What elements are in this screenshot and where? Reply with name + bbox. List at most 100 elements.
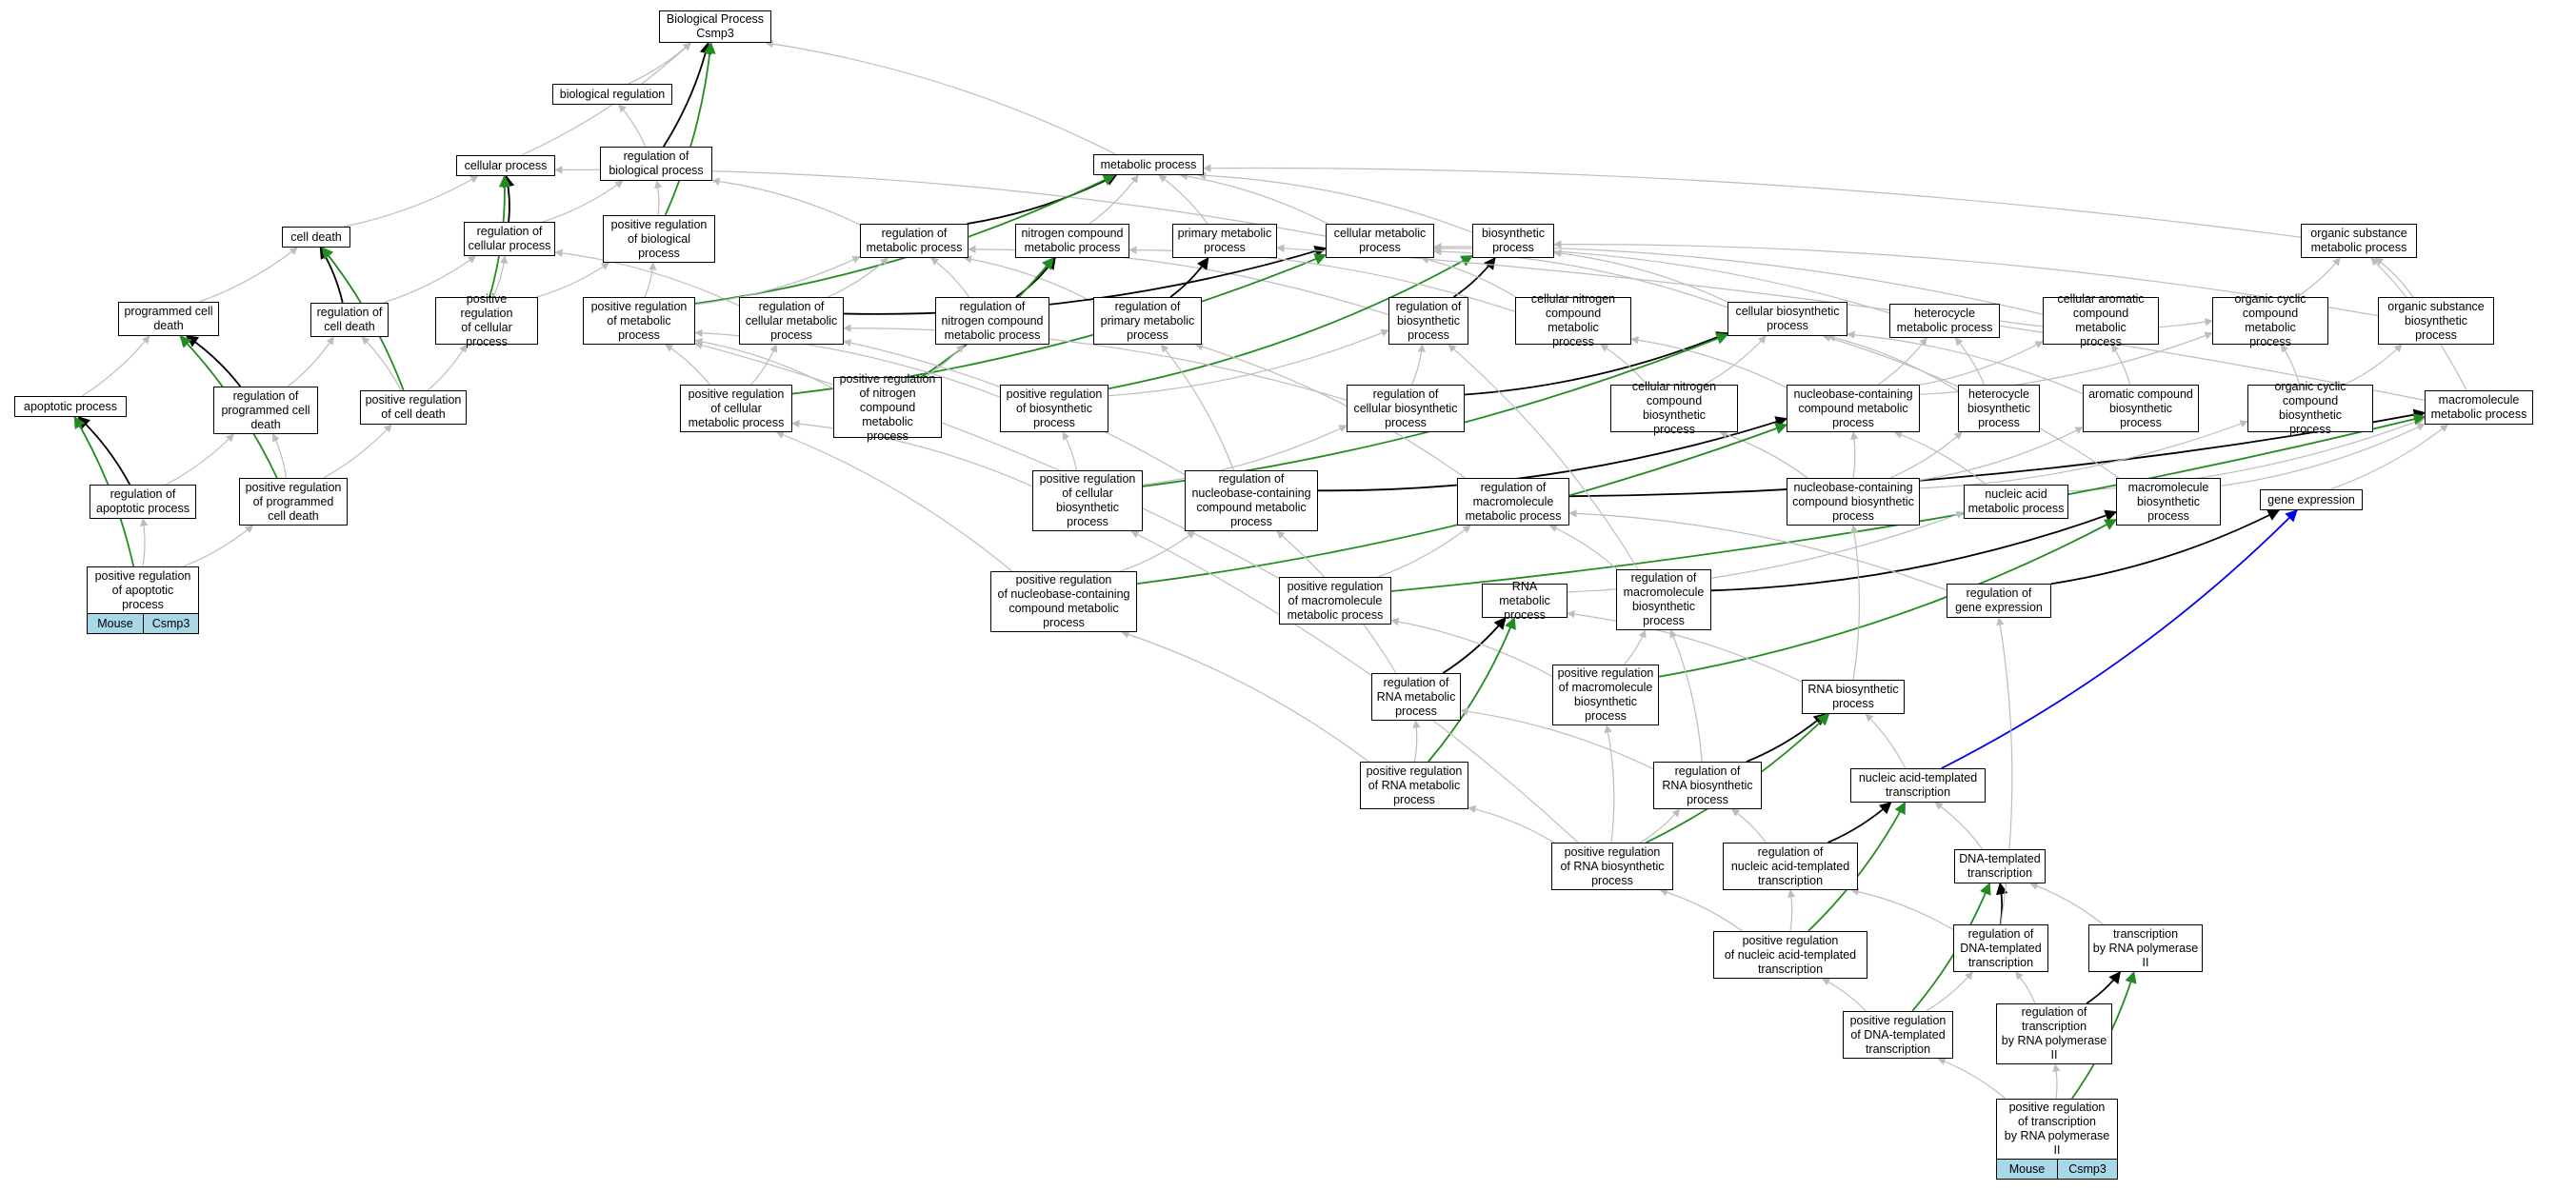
go-term-posregbiosyn[interactable]: positive regulation of biosynthetic proc… <box>1000 385 1108 432</box>
edge-is-a <box>1062 431 1078 471</box>
go-term-posregcd[interactable]: positive regulation of cell death <box>360 390 467 425</box>
annotation-tag-csmp3[interactable]: Csmp3 <box>2057 1159 2118 1180</box>
go-term-geneexp[interactable]: gene expression <box>2260 489 2363 510</box>
go-term-nbcbiosyn[interactable]: nucleobase-containing compound biosynthe… <box>1787 478 1920 526</box>
edge-is-a <box>1203 164 2302 238</box>
go-term-regrnamet[interactable]: regulation of RNA metabolic process <box>1371 673 1461 721</box>
go-term-regcellmet[interactable]: regulation of cellular metabolic process <box>739 297 844 345</box>
go-term-apop[interactable]: apoptotic process <box>14 396 127 417</box>
go-term-regbiosyn[interactable]: regulation of biosynthetic process <box>1388 297 1468 345</box>
go-term-posregnbcmet[interactable]: positive regulation of nucleobase-contai… <box>990 571 1137 632</box>
go-term-arombiosyn[interactable]: aromatic compound biosynthetic process <box>2083 385 2199 432</box>
go-term-regrnabiosyn[interactable]: regulation of RNA biosynthetic process <box>1653 762 1762 809</box>
go-term-primmet[interactable]: primary metabolic process <box>1172 224 1277 258</box>
go-term-posregapop[interactable]: positive regulation of apoptotic process <box>87 566 199 614</box>
edge-is-a <box>1412 720 1421 763</box>
go-term-posregtranspol2[interactable]: positive regulation of transcription by … <box>1996 1099 2118 1160</box>
edge-is-a <box>694 256 861 306</box>
go-term-regnatrans[interactable]: regulation of nucleic acid-templated tra… <box>1723 843 1858 890</box>
go-term-cellmet[interactable]: cellular metabolic process <box>1326 224 1434 258</box>
go-term-reggeneexp[interactable]: regulation of gene expression <box>1947 584 2051 618</box>
go-term-regcd[interactable]: regulation of cell death <box>310 303 389 337</box>
go-term-bioreg[interactable]: biological regulation <box>552 84 672 105</box>
go-term-posregdnatrans[interactable]: positive regulation of DNA-templated tra… <box>1843 1011 1953 1059</box>
edge-is-a <box>1420 255 1516 298</box>
go-term-posregcellmet[interactable]: positive regulation of cellular metaboli… <box>680 385 792 432</box>
edge-is-a <box>1893 430 1987 486</box>
go-term-nbcmet[interactable]: nucleobase-containing compound metabolic… <box>1787 385 1920 432</box>
go-term-posregbp[interactable]: positive regulation of biological proces… <box>603 215 715 263</box>
go-term-regnbcmet[interactable]: regulation of nucleobase-containing comp… <box>1185 470 1318 531</box>
go-term-regprimmet[interactable]: regulation of primary metabolic process <box>1093 297 1202 345</box>
go-term-heterobiosyn[interactable]: heterocycle biosynthetic process <box>1958 385 2040 432</box>
go-term-regcellbiosyn[interactable]: regulation of cellular biosynthetic proc… <box>1347 385 1465 432</box>
go-term-posregpcd[interactable]: positive regulation of programmed cell d… <box>239 478 348 526</box>
go-term-macromet[interactable]: macromolecule metabolic process <box>2425 390 2533 425</box>
edge-is-a <box>1937 1057 2007 1100</box>
go-term-macrobiosyn[interactable]: macromolecule biosynthetic process <box>2116 478 2221 526</box>
go-term-orgcycbiosyn[interactable]: organic cyclic compound biosynthetic pro… <box>2247 380 2373 436</box>
go-term-regapop[interactable]: regulation of apoptotic process <box>90 485 196 519</box>
edge-is-a <box>2344 344 2403 386</box>
go-term-posregcell[interactable]: positive regulation of cellular process <box>435 292 538 348</box>
go-term-regpcd[interactable]: regulation of programmed cell death <box>213 387 318 434</box>
go-term-regmacromet[interactable]: regulation of macromolecule metabolic pr… <box>1457 478 1569 526</box>
edge-is-a <box>1158 174 1208 225</box>
go-term-posregmetab[interactable]: positive regulation of metabolic process <box>583 297 695 345</box>
edge-is-a <box>1410 344 1426 386</box>
go-term-cellbiosyn[interactable]: cellular biosynthetic process <box>1727 302 1847 336</box>
annotation-tag-mouse[interactable]: Mouse <box>1996 1159 2058 1180</box>
go-term-progcd[interactable]: programmed cell death <box>118 302 219 336</box>
edge-is-a <box>199 247 298 303</box>
go-term-metab[interactable]: metabolic process <box>1093 154 1204 175</box>
go-term-posregnatrans[interactable]: positive regulation of nucleic acid-temp… <box>1713 931 1867 979</box>
go-term-rnabiosyn[interactable]: RNA biosynthetic process <box>1802 680 1905 714</box>
go-term-posregnitromet[interactable]: positive regulation of nitrogen compound… <box>833 372 942 443</box>
edge-is-a <box>323 424 392 479</box>
go-term-cellarommet[interactable]: cellular aromatic compound metabolic pro… <box>2043 292 2159 348</box>
go-term-cellproc[interactable]: cellular process <box>456 155 555 176</box>
go-term-bp[interactable]: Biological Process Csmp3 <box>659 10 771 43</box>
go-term-posregcellbiosyn[interactable]: positive regulation of cellular biosynth… <box>1032 470 1143 531</box>
go-term-transpol2[interactable]: transcription by RNA polymerase II <box>2088 924 2203 972</box>
edge-is-a <box>1624 629 1647 665</box>
edge-is-a <box>1600 344 1647 386</box>
go-term-heteromet[interactable]: heterocycle metabolic process <box>1889 304 2000 338</box>
go-term-regtranspol2[interactable]: regulation of transcription by RNA polym… <box>1996 1003 2112 1064</box>
edge-regulates <box>186 335 242 387</box>
go-term-natrans[interactable]: nucleic acid-templated transcription <box>1850 768 1986 803</box>
annotation-tag-csmp3[interactable]: Csmp3 <box>143 613 199 634</box>
edge-is-a <box>924 344 965 378</box>
go-term-orgcycmet[interactable]: organic cyclic compound metabolic proces… <box>2212 292 2328 348</box>
edge-is-a <box>1787 889 1796 932</box>
go-term-biosyn[interactable]: biosynthetic process <box>1472 224 1554 258</box>
go-term-regmacrobiosyn[interactable]: regulation of macromolecule biosynthetic… <box>1616 569 1711 630</box>
go-term-orgsubbiosyn[interactable]: organic substance biosynthetic process <box>2378 297 2494 345</box>
edge-is-a <box>287 336 334 387</box>
go-term-orgsubmet[interactable]: organic substance metabolic process <box>2301 224 2417 258</box>
go-term-regnitromet[interactable]: regulation of nitrogen compound metaboli… <box>935 297 1049 345</box>
go-term-posregmacromet[interactable]: positive regulation of macromolecule met… <box>1279 577 1391 625</box>
go-term-posregrnabiosyn[interactable]: positive regulation of RNA biosynthetic … <box>1551 843 1673 890</box>
go-term-nucacidmet[interactable]: nucleic acid metabolic process <box>1964 485 2068 519</box>
go-term-regmetab[interactable]: regulation of metabolic process <box>860 224 968 258</box>
go-term-regdnatrans[interactable]: regulation of DNA-templated transcriptio… <box>1953 924 2048 972</box>
go-term-cellnitromet[interactable]: cellular nitrogen compound metabolic pro… <box>1515 292 1631 348</box>
edge-is-a <box>1088 174 1139 225</box>
go-term-regcell[interactable]: regulation of cellular process <box>464 222 555 256</box>
go-term-dnatrans[interactable]: DNA-templated transcription <box>1954 849 2046 883</box>
go-term-cellnitrobiosyn[interactable]: cellular nitrogen compound biosynthetic … <box>1610 380 1738 436</box>
edge-part-of <box>1941 509 2298 769</box>
edge-is-a <box>929 257 970 298</box>
edge-positively-regulates <box>664 41 716 216</box>
go-term-rnamet[interactable]: RNA metabolic process <box>1482 580 1568 622</box>
go-term-posregrnamet[interactable]: positive regulation of RNA metabolic pro… <box>1360 762 1468 809</box>
annotation-tag-mouse[interactable]: Mouse <box>87 613 144 634</box>
go-term-nitromet[interactable]: nitrogen compound metabolic process <box>1015 224 1129 258</box>
go-term-celldeath[interactable]: cell death <box>282 227 350 248</box>
go-term-regbp[interactable]: regulation of biological process <box>600 147 712 181</box>
edge-is-a <box>2280 344 2301 386</box>
edge-is-a <box>2015 971 2036 1004</box>
edge-regulates <box>2086 971 2122 1004</box>
go-term-posregmacrobiosyn[interactable]: positive regulation of macromolecule bio… <box>1552 665 1659 725</box>
